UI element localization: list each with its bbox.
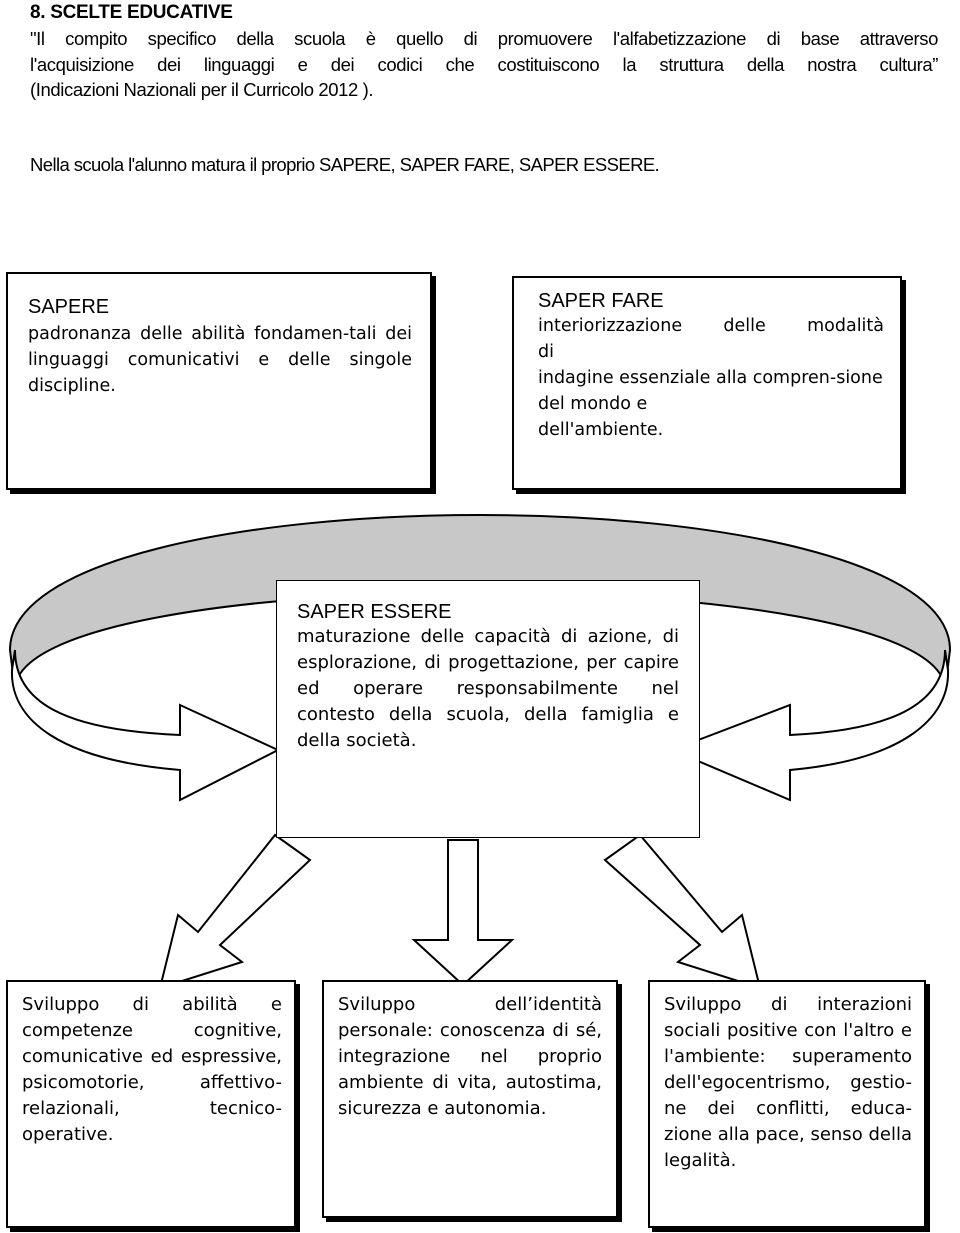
outcome-center-text: Sviluppo dell’identità personale: conosc… — [338, 994, 602, 1119]
outcome-left-text: Sviluppo di abilità e competenze cogniti… — [22, 994, 282, 1145]
section-heading: 8. SCELTE EDUCATIVE — [30, 2, 233, 23]
intro-quote: "Il compito specifico della scuola è que… — [30, 26, 938, 103]
outcome-left: Sviluppo di abilità e competenze cogniti… — [6, 980, 296, 1228]
box-saper-essere-title: SAPER ESSERE — [297, 601, 452, 623]
box-sapere-title: SAPERE — [28, 296, 110, 318]
right-arrow — [669, 649, 950, 802]
down-arrow-left — [158, 833, 312, 990]
box-saper-fare-line-3: indagine essenziale alla compren-sione d… — [538, 368, 883, 414]
intro-line-2: l'acquisizione dei linguaggi e dei codic… — [30, 53, 938, 75]
box-sapere: SAPERE padronanza delle abilità fondamen… — [6, 272, 432, 490]
down-arrow-center — [411, 839, 515, 987]
box-saper-fare-title: SAPER FARE — [538, 290, 664, 312]
box-saper-fare-text: interiorizzazione delle modalità di inda… — [538, 313, 884, 443]
down-arrow-right — [603, 833, 762, 990]
outcome-right-text: Sviluppo di interazioni sociali positive… — [664, 994, 912, 1171]
box-saper-essere: SAPER ESSERE maturazione delle capacità … — [276, 580, 700, 838]
box-saper-fare-line-4: dell'ambiente. — [538, 420, 664, 440]
box-saper-fare: SAPER FARE interiorizzazione delle modal… — [512, 276, 902, 490]
intro-line-3: (Indicazioni Nazionali per il Curricolo … — [30, 79, 374, 100]
outcome-right: Sviluppo di interazioni sociali positive… — [648, 980, 926, 1228]
box-saper-fare-line-1: interiorizzazione delle modalità — [538, 316, 884, 336]
outcome-center: Sviluppo dell’identità personale: conosc… — [322, 980, 618, 1218]
box-sapere-text: padronanza delle abilità fondamen-tali d… — [28, 324, 412, 396]
statement: Nella scuola l'alunno matura il proprio … — [30, 154, 660, 175]
curved-band — [8, 514, 952, 691]
box-saper-essere-text: maturazione delle capacità di azione, di… — [297, 626, 679, 751]
box-saper-fare-line-2: di — [538, 342, 554, 362]
intro-line-1: "Il compito specifico della scuola è que… — [30, 28, 938, 49]
left-arrow — [10, 649, 281, 802]
